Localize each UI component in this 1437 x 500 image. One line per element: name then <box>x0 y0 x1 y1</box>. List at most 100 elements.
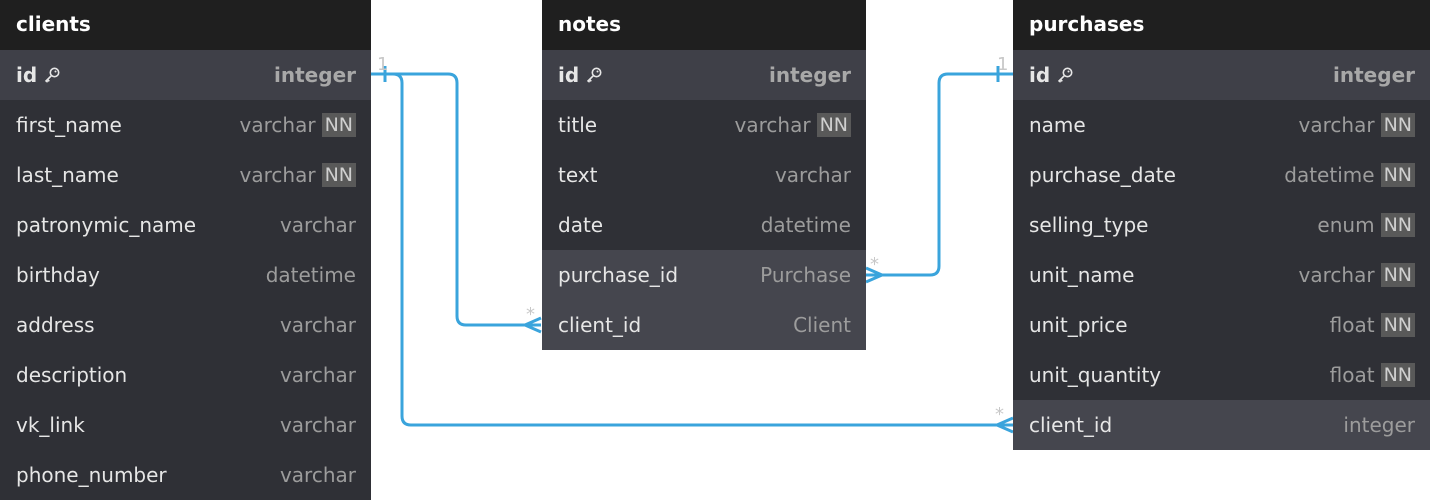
column-name: last_name <box>16 163 119 187</box>
table-title[interactable]: clients <box>0 0 371 50</box>
not-null-badge: NN <box>1380 113 1415 137</box>
many-marker-purchases-client <box>993 416 1014 434</box>
column-row-purchase_id[interactable]: purchase_id Purchase <box>542 250 866 300</box>
column-name: purchase_date <box>1029 163 1176 187</box>
column-name: client_id <box>558 313 642 337</box>
column-type-cell: integer <box>274 63 356 87</box>
column-type: datetime <box>265 263 356 287</box>
column-name-cell: unit_quantity <box>1029 363 1161 387</box>
table-title[interactable]: notes <box>542 0 866 50</box>
column-name-cell: description <box>16 363 127 387</box>
column-name-cell: purchase_id <box>558 263 678 287</box>
column-type-cell: varchar <box>775 163 851 187</box>
column-row-phone_number[interactable]: phone_number varchar <box>0 450 371 500</box>
column-type: varchar <box>239 113 316 137</box>
link-clients-purchases <box>371 72 1013 427</box>
column-name: unit_name <box>1029 263 1135 287</box>
column-row-date[interactable]: date datetime <box>542 200 866 250</box>
column-type-cell: varchar <box>280 463 356 487</box>
column-name: id <box>558 63 580 87</box>
column-type: varchar <box>1298 113 1375 137</box>
column-name-cell: title <box>558 113 597 137</box>
column-name: date <box>558 213 604 237</box>
column-name-cell: last_name <box>16 163 119 187</box>
column-type-cell: varchar <box>280 413 356 437</box>
column-type: float <box>1329 313 1375 337</box>
column-name-cell: unit_name <box>1029 263 1134 287</box>
column-type: varchar <box>279 413 356 437</box>
column-type: datetime <box>760 213 851 237</box>
column-row-patronymic_name[interactable]: patronymic_name varchar <box>0 200 371 250</box>
column-type: varchar <box>1298 263 1375 287</box>
column-row-client_id[interactable]: client_id integer <box>1013 400 1430 450</box>
column-type: integer <box>1343 413 1415 437</box>
column-name: client_id <box>1029 413 1113 437</box>
column-type: varchar <box>774 163 851 187</box>
column-type: varchar <box>734 113 811 137</box>
not-null-badge: NN <box>1380 263 1415 287</box>
column-name: birthday <box>16 263 100 287</box>
column-type-cell: integer <box>1343 413 1415 437</box>
key-icon <box>587 67 602 83</box>
column-name: id <box>16 63 38 87</box>
column-type-cell: datetime <box>266 263 356 287</box>
column-row-id[interactable]: id integer <box>542 50 866 100</box>
column-name-cell: patronymic_name <box>16 213 196 237</box>
table-title[interactable]: purchases <box>1013 0 1430 50</box>
column-name-cell: selling_type <box>1029 213 1148 237</box>
column-name-cell: name <box>1029 113 1086 137</box>
key-icon <box>1058 67 1073 83</box>
column-name-cell: first_name <box>16 113 122 137</box>
column-name-cell: birthday <box>16 263 100 287</box>
column-type: integer <box>274 63 356 87</box>
link-purchases-notes <box>866 72 1013 277</box>
not-null-badge: NN <box>1380 213 1415 237</box>
column-type-cell: varchar <box>280 213 356 237</box>
column-row-birthday[interactable]: birthday datetime <box>0 250 371 300</box>
column-type-cell: Purchase <box>760 263 851 287</box>
column-row-id[interactable]: id integer <box>0 50 371 100</box>
many-marker-notes-purchase <box>865 266 886 284</box>
column-name: phone_number <box>16 463 167 487</box>
not-null-badge: NN <box>321 113 356 137</box>
column-type: integer <box>769 63 851 87</box>
column-type: varchar <box>279 213 356 237</box>
column-type: float <box>1329 363 1375 387</box>
column-name: title <box>558 113 598 137</box>
column-name-cell: id <box>16 63 61 87</box>
column-name: unit_quantity <box>1029 363 1162 387</box>
column-row-text[interactable]: text varchar <box>542 150 866 200</box>
column-name-cell: id <box>1029 63 1074 87</box>
column-name-cell: text <box>558 163 597 187</box>
column-type: enum <box>1317 213 1375 237</box>
column-type: varchar <box>279 463 356 487</box>
card-many-purchases-client: * <box>995 404 1004 425</box>
card-one-purchases: 1 <box>997 54 1008 75</box>
not-null-badge: NN <box>1380 163 1415 187</box>
column-type: varchar <box>239 163 316 187</box>
